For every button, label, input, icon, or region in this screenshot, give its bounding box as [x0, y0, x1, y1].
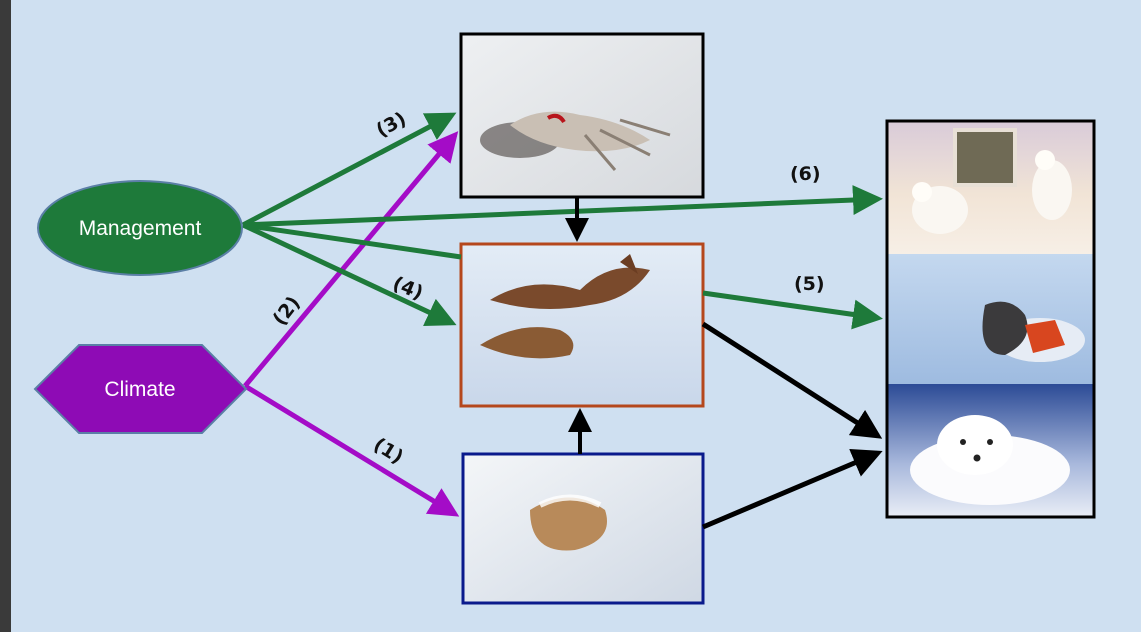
arrow-4 — [241, 222, 462, 326]
management-label: Management — [79, 217, 202, 240]
photo-red-fox-carcasses — [459, 242, 705, 408]
arrow-5 — [702, 290, 883, 330]
photo-arctic-foxes-den — [887, 121, 1094, 254]
arrow-3 — [241, 112, 457, 228]
causal-diagram: (3) (4) (2) (1) (6) (5) Management Clima… — [33, 32, 1096, 605]
edge-label-4: (4) — [390, 273, 427, 305]
arrow-6 — [242, 185, 883, 228]
edge-label-3: (3) — [373, 108, 410, 142]
edge-label-5: (5) — [794, 273, 825, 295]
edge-label-6: (6) — [790, 163, 821, 185]
photo-buried-carcass — [461, 452, 705, 605]
arctic-fox-frame — [885, 119, 1096, 519]
arrow-redfox-to-whitefox — [701, 321, 883, 439]
arrow-1 — [243, 383, 460, 517]
photo-reindeer-carcass — [459, 32, 705, 199]
management-node: Management — [37, 180, 243, 276]
climate-node: Climate — [33, 344, 248, 434]
photo-white-arctic-fox — [887, 384, 1094, 517]
diagram-slide: (3) (4) (2) (1) (6) (5) Management Clima… — [11, 0, 1141, 632]
arrow-buried-to-whitefox — [702, 448, 883, 530]
climate-label: Climate — [104, 378, 175, 401]
arrow-2 — [243, 131, 459, 388]
photo-dark-arctic-fox — [887, 254, 1094, 384]
